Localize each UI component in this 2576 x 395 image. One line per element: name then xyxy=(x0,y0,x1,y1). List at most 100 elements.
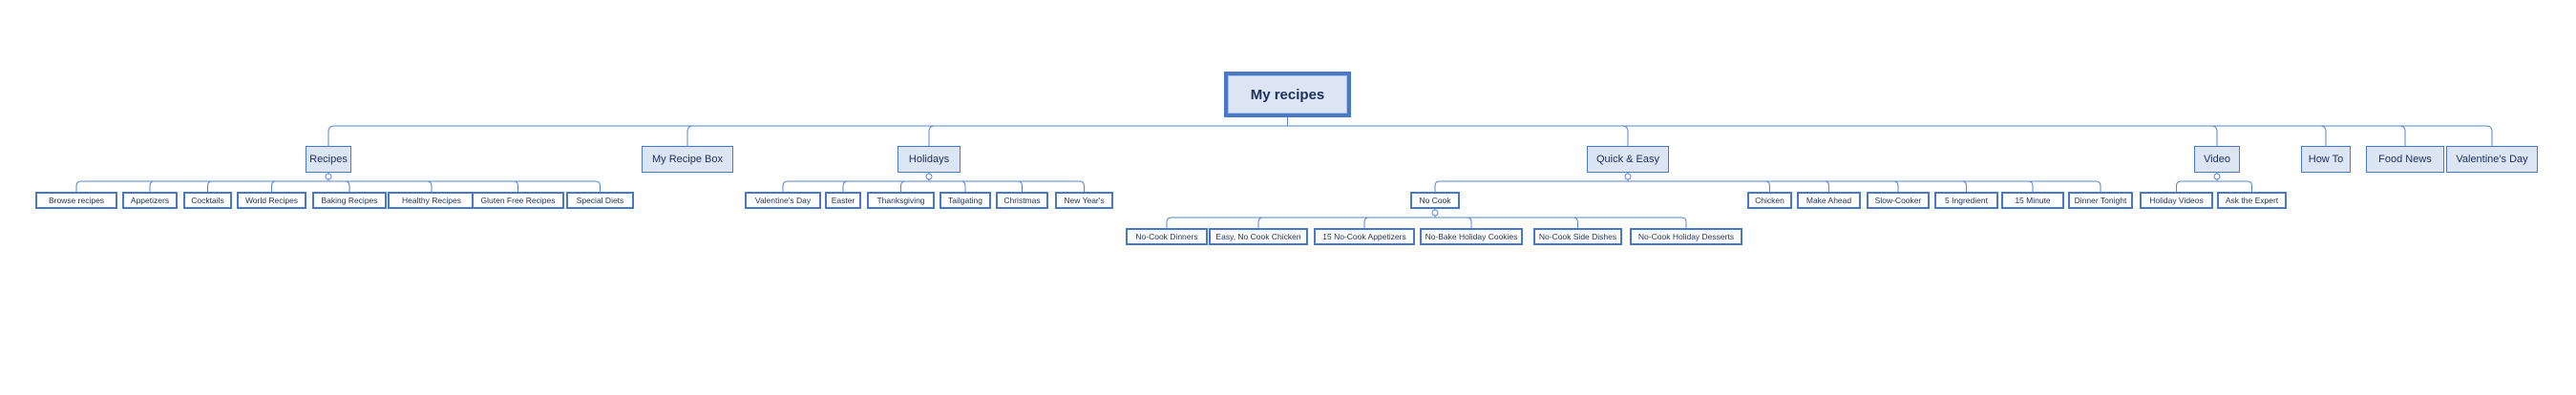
connector-segment-23 xyxy=(842,180,849,192)
connector-segment-36 xyxy=(2095,180,2101,192)
branch-valentines-day[interactable]: Valentine's Day xyxy=(2446,146,2538,173)
topic-easter[interactable]: Easter xyxy=(825,192,861,209)
connector-segment-3 xyxy=(686,125,694,146)
branch-label: How To xyxy=(2308,154,2344,165)
topic-label: Ask the Expert xyxy=(2225,196,2279,205)
branch-holidays[interactable]: Holidays xyxy=(897,146,961,173)
topic-tailgating[interactable]: Tailgating xyxy=(940,192,991,209)
connector-segment-16 xyxy=(344,180,350,192)
connector-segment-5 xyxy=(1621,125,1629,146)
topic-label: Tailgating xyxy=(948,196,982,205)
topic-cocktails[interactable]: Cocktails xyxy=(183,192,232,209)
branch-label: Food News xyxy=(2378,154,2432,165)
branch-video[interactable]: Video xyxy=(2194,146,2240,173)
connector-segment-40 xyxy=(2247,180,2252,192)
topic-label: 15 Minute xyxy=(2015,196,2051,205)
topic-holiday-videos[interactable]: Holiday Videos xyxy=(2140,192,2213,209)
connector-segment-47 xyxy=(1573,217,1578,228)
subtopic-no-cook-holiday-desserts[interactable]: No-Cook Holiday Desserts xyxy=(1630,228,1742,245)
topic-browse-recipes[interactable]: Browse recipes xyxy=(35,192,117,209)
connector-segment-14 xyxy=(207,180,213,192)
topic-gluten-free-recipes[interactable]: Gluten Free Recipes xyxy=(472,192,564,209)
topic-christmas[interactable]: Christmas xyxy=(996,192,1048,209)
branch-food-news[interactable]: Food News xyxy=(2366,146,2444,173)
connector-segment-30 xyxy=(1434,180,1441,192)
connector-segment-9 xyxy=(2485,125,2493,146)
connector-segment-34 xyxy=(1961,180,1967,192)
topic-label: Healthy Recipes xyxy=(402,196,461,205)
branch-label: Video xyxy=(2204,154,2230,165)
connector-segment-2 xyxy=(327,125,335,146)
connector-segment-32 xyxy=(1824,180,1829,192)
topic-special-diets[interactable]: Special Diets xyxy=(566,192,634,209)
branch-label: My Recipe Box xyxy=(652,154,723,165)
connector-segment-8 xyxy=(2398,125,2406,146)
root-node-my-recipes[interactable]: My recipes xyxy=(1224,72,1351,117)
connector-segment-44 xyxy=(1257,217,1264,228)
topic-valentines-day[interactable]: Valentine's Day xyxy=(745,192,821,209)
connector-segment-48 xyxy=(1680,217,1687,228)
branch-quick-easy[interactable]: Quick & Easy xyxy=(1587,146,1669,173)
topic-thanksgiving[interactable]: Thanksgiving xyxy=(867,192,935,209)
collapse-handle[interactable] xyxy=(325,173,332,180)
topic-15-minute[interactable]: 15 Minute xyxy=(2001,192,2064,209)
topic-label: Special Diets xyxy=(576,196,624,205)
collapse-handle[interactable] xyxy=(1431,209,1439,217)
connector-segment-45 xyxy=(1363,217,1370,228)
subtopic-no-cook-side-dishes[interactable]: No-Cook Side Dishes xyxy=(1533,228,1622,245)
topic-label: Dinner Tonight xyxy=(2074,196,2127,205)
collapse-handle[interactable] xyxy=(925,173,933,180)
topic-baking-recipes[interactable]: Baking Recipes xyxy=(312,192,387,209)
branch-how-to[interactable]: How To xyxy=(2301,146,2351,173)
topic-5-ingredient[interactable]: 5 Ingredient xyxy=(1934,192,1998,209)
connector-segment-24 xyxy=(900,180,906,192)
collapse-handle[interactable] xyxy=(1624,173,1632,180)
topic-label: Baking Recipes xyxy=(321,196,378,205)
branch-my-recipe-box[interactable]: My Recipe Box xyxy=(642,146,733,173)
subtopic-easy-no-cook-chicken[interactable]: Easy, No Cook Chicken xyxy=(1209,228,1308,245)
topic-no-cook[interactable]: No Cook xyxy=(1410,192,1460,209)
branch-label: Valentine's Day xyxy=(2456,154,2528,165)
topic-ask-the-expert[interactable]: Ask the Expert xyxy=(2217,192,2287,209)
connector-segment-43 xyxy=(1166,217,1172,228)
connector-segment-4 xyxy=(928,125,936,146)
connector-segment-46 xyxy=(1466,217,1472,228)
connector-segment-35 xyxy=(2027,180,2034,192)
subtopic-no-cook-dinners[interactable]: No-Cook Dinners xyxy=(1126,228,1208,245)
connector-segment-12 xyxy=(75,180,82,192)
subtopic-label: 15 No-Cook Appetizers xyxy=(1322,232,1406,241)
topic-label: No Cook xyxy=(1419,196,1451,205)
connector-segment-18 xyxy=(513,180,518,192)
topic-healthy-recipes[interactable]: Healthy Recipes xyxy=(388,192,475,209)
topic-slow-cooker[interactable]: Slow-Cooker xyxy=(1867,192,1930,209)
subtopic-label: Easy, No Cook Chicken xyxy=(1215,232,1301,241)
topic-label: 5 Ingredient xyxy=(1945,196,1988,205)
topic-label: Appetizers xyxy=(130,196,170,205)
topic-new-years[interactable]: New Year's xyxy=(1055,192,1113,209)
connector-segment-26 xyxy=(1017,180,1023,192)
subtopic-label: No-Cook Holiday Desserts xyxy=(1637,232,1735,241)
subtopic-15-no-cook-appetizers[interactable]: 15 No-Cook Appetizers xyxy=(1314,228,1415,245)
collapse-handle[interactable] xyxy=(2213,173,2221,180)
topic-appetizers[interactable]: Appetizers xyxy=(122,192,178,209)
topic-label: New Year's xyxy=(1064,196,1105,205)
topic-make-ahead[interactable]: Make Ahead xyxy=(1797,192,1861,209)
topic-label: Easter xyxy=(831,196,855,205)
topic-label: Cocktails xyxy=(191,196,224,205)
topic-chicken[interactable]: Chicken xyxy=(1747,192,1792,209)
topic-label: Gluten Free Recipes xyxy=(480,196,556,205)
topic-label: Slow-Cooker xyxy=(1874,196,1922,205)
subtopic-label: No-Cook Side Dishes xyxy=(1538,232,1617,241)
topic-label: Make Ahead xyxy=(1805,196,1852,205)
topic-label: Browse recipes xyxy=(48,196,105,205)
branch-recipes[interactable]: Recipes xyxy=(306,146,351,173)
connector-segment-33 xyxy=(1892,180,1899,192)
subtopic-label: No-Bake Holiday Cookies xyxy=(1425,232,1518,241)
topic-world-recipes[interactable]: World Recipes xyxy=(237,192,306,209)
topic-label: Thanksgiving xyxy=(876,196,925,205)
topic-dinner-tonight[interactable]: Dinner Tonight xyxy=(2068,192,2133,209)
subtopic-no-bake-holiday-cookies[interactable]: No-Bake Holiday Cookies xyxy=(1420,228,1523,245)
connector-segment-27 xyxy=(1079,180,1085,192)
